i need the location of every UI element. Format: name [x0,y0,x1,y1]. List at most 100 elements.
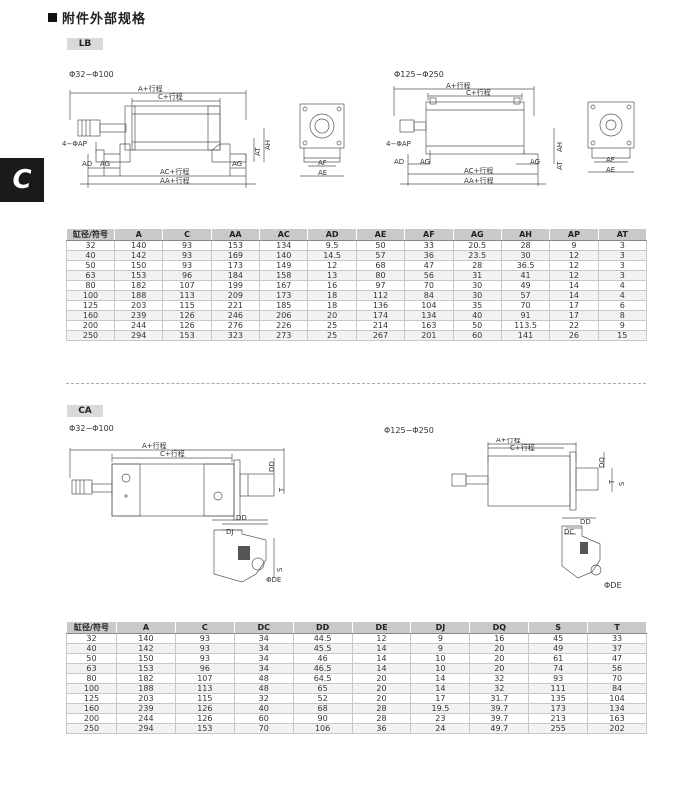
table-cell: 182 [113,280,164,291]
table-cell: 60 [233,713,294,724]
lb-header-1: A [113,228,164,241]
lb-header-5: AD [307,228,357,241]
ca-s-c-stroke: C+行程 [160,449,185,458]
table-cell: 112 [355,290,406,301]
table-cell: 12 [307,260,357,271]
lb-large-drawing: A+行程 C+行程 4−ΦAP AD AG AG AC+行程 AA+行程 AH … [386,81,564,186]
table-cell: 18 [307,290,357,301]
table-cell: 36.5 [500,260,551,271]
lb-header-4: AC [259,228,309,241]
table-cell: 14 [351,663,412,674]
table-cell: 14 [549,290,599,301]
table-cell: 14 [351,643,412,654]
table-cell: 12 [549,270,599,281]
table-cell: 34 [233,633,294,644]
table-cell: 142 [116,643,176,654]
table-cell: 41 [500,270,551,281]
table-cell: 47 [587,653,648,664]
table-cell: 107 [174,673,235,684]
lb-s-ah: AH [264,140,272,150]
table-cell: 250 [66,330,115,341]
table-cell: 70 [233,723,294,734]
lb-s-a-stroke: A+行程 [138,84,163,93]
table-cell: 49.7 [469,723,530,734]
table-cell: 167 [259,280,309,291]
ca-header-6: DJ [410,621,471,634]
table-cell: 140 [113,240,164,251]
table-cell: 244 [116,713,176,724]
table-cell: 44.5 [292,633,353,644]
table-cell: 34 [233,643,294,654]
lb-l-c-stroke: C+行程 [466,88,491,97]
table-cell: 150 [116,653,176,664]
lb-header-8: AG [452,228,502,241]
table-cell: 39.7 [469,703,530,714]
table-cell: 74 [528,663,589,674]
ca-l-dc: DC [564,528,574,536]
table-cell: 80 [66,280,115,291]
ca-tag: CA [67,405,103,417]
table-cell: 25 [307,330,357,341]
table-cell: 52 [292,693,353,704]
table-cell: 182 [116,673,176,684]
lb-s-ap: 4−ΦAP [62,140,87,148]
table-cell: 158 [259,270,309,281]
table-cell: 50 [452,320,502,331]
table-cell: 163 [404,320,454,331]
table-cell: 255 [528,723,589,734]
table-cell: 30 [452,290,502,301]
lb-header-7: AF [404,228,454,241]
table-cell: 115 [162,300,212,311]
lb-range-large: Φ125−Φ250 [394,70,444,79]
table-cell: 56 [587,663,648,674]
table-cell: 15 [597,330,647,341]
table-cell: 32 [469,673,530,684]
table-cell: 221 [210,300,261,311]
table-cell: 32 [469,683,530,694]
table-cell: 26 [549,330,599,341]
table-cell: 149 [259,260,309,271]
table-cell: 125 [66,300,115,311]
table-cell: 115 [174,693,235,704]
table-cell: 14 [410,673,471,684]
table-cell: 23 [410,713,471,724]
table-cell: 200 [66,713,117,724]
table-cell: 13 [307,270,357,281]
table-cell: 169 [210,250,261,261]
ca-l-de: ΦDE [604,581,622,590]
table-cell: 134 [587,703,648,714]
section-divider [66,383,646,384]
lb-l-aa-stroke: AA+行程 [464,176,494,185]
lb-s-ad: AD [82,160,92,168]
ca-header-5: DE [351,621,412,634]
lb-header-10: AP [549,228,599,241]
table-cell: 323 [210,330,261,341]
table-cell: 57 [355,250,406,261]
table-cell: 50 [66,260,115,271]
table-cell: 96 [162,270,212,281]
table-cell: 100 [66,683,117,694]
table-cell: 173 [210,260,261,271]
table-cell: 46 [292,653,353,664]
ca-s-dd-bottom: DD [236,514,247,522]
chapter-tab: C [0,158,44,202]
table-cell: 30 [452,280,502,291]
table-cell: 202 [587,723,648,734]
table-cell: 136 [355,300,406,311]
table-cell: 97 [355,280,406,291]
